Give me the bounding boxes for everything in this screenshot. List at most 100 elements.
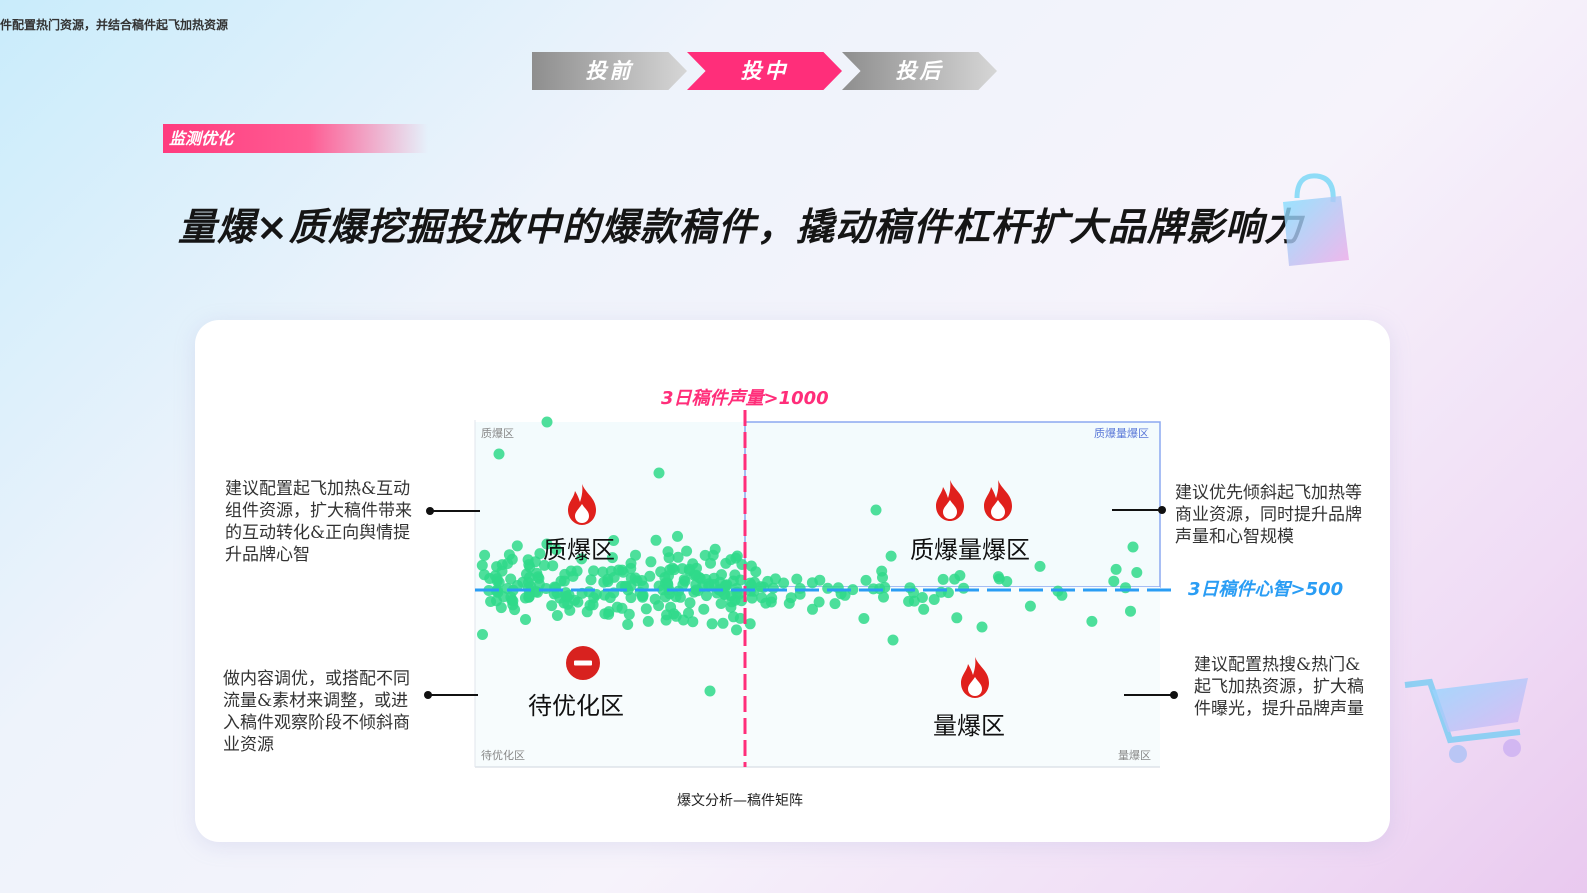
scatter-point bbox=[550, 544, 562, 556]
scatter-point bbox=[870, 504, 882, 516]
scatter-point bbox=[1024, 600, 1036, 612]
scatter-point bbox=[1131, 567, 1143, 578]
scatter-point bbox=[687, 616, 699, 628]
scatter-point bbox=[576, 553, 588, 565]
scatter-point bbox=[493, 448, 505, 460]
scatter-point bbox=[603, 606, 615, 618]
scatter-point bbox=[832, 582, 844, 594]
scatter-point bbox=[1108, 575, 1120, 587]
annotation-top-right: 建议优先倾斜起飞加热等商业资源，同时提升品牌声量和心智规模 bbox=[1175, 483, 1362, 547]
step-during[interactable]: 投中 bbox=[687, 52, 842, 90]
scatter-point bbox=[630, 549, 641, 561]
scatter-point bbox=[1034, 560, 1046, 572]
scatter-point bbox=[522, 554, 534, 566]
scatter-point bbox=[649, 593, 661, 605]
scatter-point bbox=[806, 577, 818, 589]
scatter-point bbox=[476, 559, 488, 571]
scatter-point bbox=[663, 552, 675, 564]
scatter-point bbox=[541, 538, 553, 550]
scatter-point bbox=[683, 607, 694, 619]
corner-label-bottom-right: 量爆区 bbox=[1118, 749, 1151, 762]
scatter-point bbox=[491, 561, 503, 573]
scatter-point bbox=[1110, 563, 1122, 575]
scatter-point bbox=[1125, 605, 1136, 617]
scatter-point bbox=[538, 559, 550, 571]
scatter-point bbox=[765, 596, 777, 608]
scatter-point bbox=[617, 566, 629, 578]
scatter-point bbox=[677, 579, 689, 591]
step-after[interactable]: 投后 bbox=[842, 52, 997, 90]
scatter-point bbox=[672, 530, 683, 542]
scatter-point bbox=[976, 621, 988, 633]
scatter-point bbox=[668, 608, 680, 620]
scatter-point bbox=[928, 594, 940, 605]
fire-icon bbox=[984, 480, 1012, 521]
scatter-point bbox=[878, 591, 889, 603]
scatter-point bbox=[860, 574, 872, 586]
scatter-point bbox=[571, 565, 583, 577]
scatter-point bbox=[637, 591, 649, 603]
scatter-point bbox=[951, 612, 963, 624]
scatter-point bbox=[715, 598, 727, 609]
connector-line bbox=[432, 510, 480, 512]
scatter-point bbox=[478, 569, 490, 581]
fire-icon bbox=[936, 480, 964, 521]
scatter-point bbox=[730, 552, 742, 564]
zone-label-quality-volume: 质爆量爆区 bbox=[910, 536, 1030, 564]
connector-dot bbox=[1158, 506, 1166, 514]
scatter-point bbox=[731, 586, 743, 598]
page-title: 量爆×质爆挖掘投放中的爆款稿件，撬动稿件杠杆扩大品牌影响力 bbox=[178, 205, 1303, 249]
scatter-point bbox=[918, 603, 930, 615]
scatter-point bbox=[937, 573, 949, 585]
scatter-point bbox=[684, 597, 696, 609]
scatter-point bbox=[706, 618, 718, 630]
scatter-point bbox=[720, 557, 732, 569]
connector-line bbox=[1112, 509, 1160, 511]
annotation-top-left: 建议配置起飞加热&互动组件资源，扩大稿件带来的互动转化&正向舆情提升品牌心智 bbox=[225, 479, 412, 565]
scatter-point bbox=[734, 612, 746, 624]
scatter-point bbox=[876, 565, 888, 577]
scatter-point bbox=[645, 556, 657, 568]
minus-circle-icon bbox=[566, 646, 600, 680]
scatter-point bbox=[623, 608, 635, 620]
scatter-point bbox=[479, 549, 491, 561]
scatter-point bbox=[791, 573, 803, 585]
scatter-point bbox=[625, 580, 637, 592]
shopping-bag-icon bbox=[1283, 173, 1349, 266]
connector-dot bbox=[424, 691, 432, 699]
scatter-point bbox=[778, 577, 790, 589]
scatter-point bbox=[625, 557, 637, 569]
scatter-point bbox=[588, 565, 600, 577]
scatter-point bbox=[887, 634, 899, 646]
scatter-point bbox=[668, 564, 680, 576]
shopping-cart-icon bbox=[1404, 678, 1528, 763]
scatter-point bbox=[1086, 615, 1098, 627]
scatter-point bbox=[564, 604, 576, 616]
scatter-point bbox=[744, 577, 756, 589]
scatter-point bbox=[546, 600, 558, 612]
scatter-point bbox=[521, 568, 532, 580]
scatter-point bbox=[690, 584, 702, 596]
scatter-point bbox=[532, 571, 544, 583]
top-note: 件配置热门资源，并结合稿件起飞加热资源 bbox=[0, 18, 229, 32]
connector-line bbox=[1124, 694, 1172, 696]
scatter-point bbox=[716, 569, 727, 581]
scatter-point bbox=[659, 572, 671, 583]
scatter-point bbox=[674, 591, 686, 603]
scatter-point bbox=[701, 590, 712, 602]
scatter-point bbox=[622, 619, 634, 630]
scatter-point bbox=[704, 685, 716, 697]
corner-label-top-left: 质爆区 bbox=[481, 427, 514, 440]
scatter-point bbox=[731, 624, 742, 636]
scatter-point bbox=[958, 582, 970, 594]
scatter-point bbox=[756, 592, 768, 604]
scatter-point bbox=[642, 615, 654, 627]
scatter-point bbox=[520, 614, 531, 625]
step-before[interactable]: 投前 bbox=[532, 52, 687, 90]
scatter-point bbox=[672, 551, 684, 563]
chart-caption: 爆文分析—稿件矩阵 bbox=[677, 793, 803, 809]
x-threshold-label: 3日稿件声量>1000 bbox=[661, 388, 829, 409]
scatter-point bbox=[1120, 582, 1131, 594]
scatter-point bbox=[554, 592, 566, 604]
annotation-bottom-right: 建议配置热搜&热门&起飞加热资源，扩大稿件曝光，提升品牌声量 bbox=[1194, 655, 1364, 719]
